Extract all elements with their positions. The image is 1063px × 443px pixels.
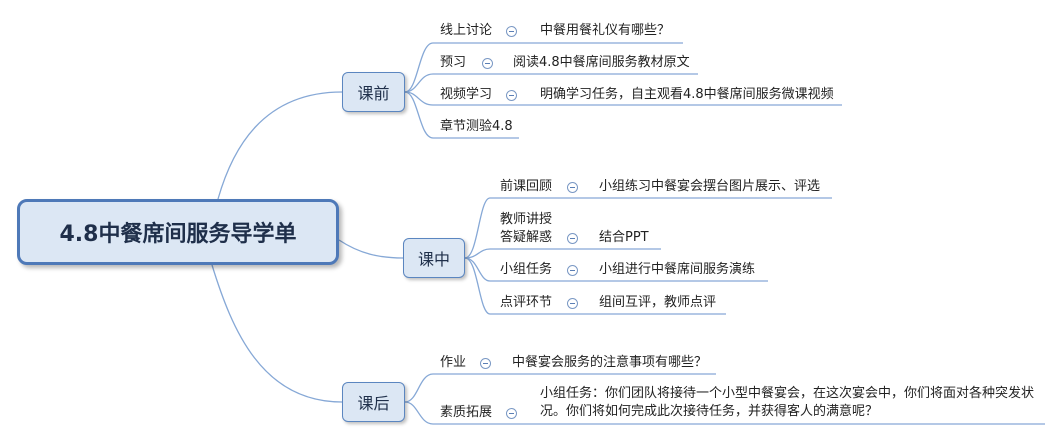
topic-group-task[interactable]: 小组任务	[500, 262, 553, 277]
branch-label: 课前	[357, 84, 390, 103]
branch-in-class[interactable]: 课中	[403, 238, 465, 278]
detail-quality-expansion-line1[interactable]: 小组任务：你们团队将接待一个小型中餐宴会，在这次宴会中，你们将面对各种突发状	[540, 386, 1035, 401]
topic-homework[interactable]: 作业	[440, 355, 467, 370]
collapse-icon[interactable]	[482, 58, 493, 69]
detail-evaluation[interactable]: 组间互评，教师点评	[599, 295, 717, 310]
topic-quality-expansion[interactable]: 素质拓展	[440, 405, 493, 420]
topic-video-study[interactable]: 视频学习	[440, 87, 493, 102]
detail-video-study[interactable]: 明确学习任务，自主观看4.8中餐席间服务微课视频	[540, 87, 834, 102]
detail-group-task[interactable]: 小组进行中餐席间服务演练	[599, 262, 756, 277]
root-title: 4.8中餐席间服务导学单	[59, 222, 297, 247]
branch-label: 课后	[357, 394, 390, 413]
collapse-icon[interactable]	[506, 408, 517, 419]
topic-teacher-lecture-line2[interactable]: 答疑解惑	[500, 230, 553, 245]
connector-root-kz	[338, 239, 404, 259]
collapse-icon[interactable]	[567, 182, 578, 193]
detail-preview[interactable]: 阅读4.8中餐席间服务教材原文	[513, 55, 690, 70]
detail-teacher-lecture[interactable]: 结合PPT	[599, 230, 649, 245]
collapse-icon[interactable]	[567, 233, 578, 244]
topic-online-discussion[interactable]: 线上讨论	[440, 23, 493, 38]
detail-quality-expansion-line2[interactable]: 况。你们将如何完成此次接待任务，并获得客人的满意呢？	[540, 404, 879, 419]
collapse-icon[interactable]	[567, 265, 578, 276]
topic-teacher-lecture-line1[interactable]: 教师讲授	[500, 212, 553, 227]
root-topic[interactable]: 4.8中餐席间服务导学单	[17, 199, 339, 265]
detail-homework[interactable]: 中餐宴会服务的注意事项有哪些？	[512, 355, 708, 370]
topic-preview[interactable]: 预习	[440, 55, 467, 70]
collapse-icon[interactable]	[506, 90, 517, 101]
branch-pre-class[interactable]: 课前	[342, 72, 405, 112]
collapse-icon[interactable]	[506, 26, 517, 37]
connector-root-kq	[217, 91, 343, 200]
topic-review[interactable]: 前课回顾	[500, 179, 553, 194]
topic-evaluation[interactable]: 点评环节	[500, 295, 553, 310]
collapse-icon[interactable]	[480, 358, 491, 369]
collapse-icon[interactable]	[567, 298, 578, 309]
branch-after-class[interactable]: 课后	[342, 382, 405, 422]
topic-chapter-quiz[interactable]: 章节测验4.8	[440, 119, 513, 134]
detail-online-discussion[interactable]: 中餐用餐礼仪有哪些？	[540, 23, 671, 38]
branch-label: 课中	[417, 250, 450, 269]
connector-root-kh	[211, 264, 343, 403]
detail-review[interactable]: 小组练习中餐宴会摆台图片展示、评选	[599, 179, 821, 194]
